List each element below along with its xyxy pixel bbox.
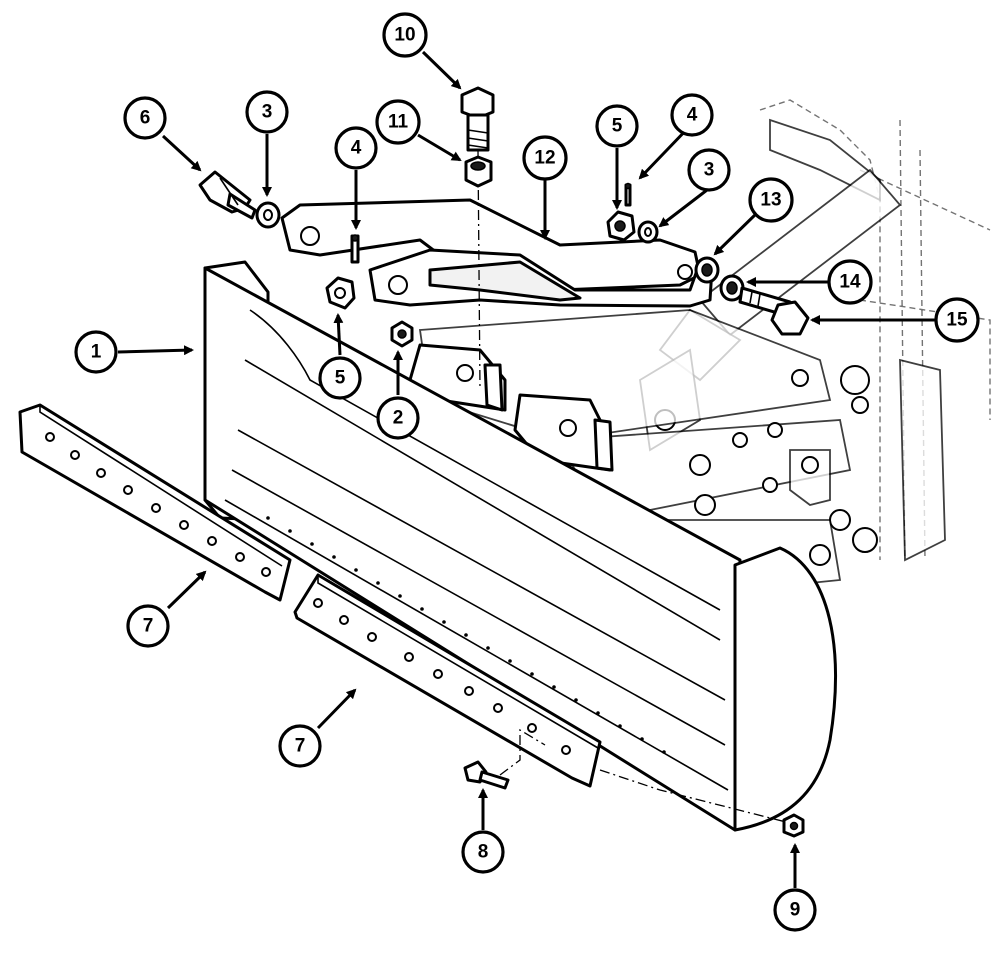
castle-nut-5-left bbox=[325, 276, 356, 310]
cotter-pin-4-right bbox=[624, 182, 632, 207]
assembly-line-nut-9 bbox=[599, 769, 791, 824]
callout-10: 10 bbox=[382, 12, 428, 58]
cotter-pin-4-left bbox=[350, 234, 360, 264]
callout-5-left: 5 bbox=[318, 356, 362, 400]
callout-8: 8 bbox=[461, 830, 505, 874]
callout-2: 2 bbox=[376, 396, 420, 440]
callout-1: 1 bbox=[74, 330, 118, 374]
callout-12-label: 12 bbox=[534, 148, 555, 169]
nut-2 bbox=[390, 320, 414, 348]
callout-14: 14 bbox=[827, 259, 873, 305]
callout-3-left: 3 bbox=[245, 90, 289, 134]
washer-3-right bbox=[637, 220, 659, 244]
callout-11-label: 11 bbox=[388, 112, 409, 133]
callout-7-right-label: 7 bbox=[295, 736, 306, 757]
callout-5-left-label: 5 bbox=[335, 368, 346, 389]
callout-1-label: 1 bbox=[91, 342, 102, 363]
callout-7-right: 7 bbox=[278, 724, 322, 768]
callout-4-left: 4 bbox=[334, 126, 378, 170]
callout-leaders bbox=[117, 50, 936, 888]
cutting-edge-right bbox=[293, 573, 602, 788]
callout-9-label: 9 bbox=[790, 900, 801, 921]
blade-mounting-brackets bbox=[408, 343, 614, 472]
callout-8-label: 8 bbox=[478, 842, 489, 863]
callout-7-left: 7 bbox=[126, 604, 170, 648]
callout-10-label: 10 bbox=[394, 25, 415, 46]
callout-3-right: 3 bbox=[687, 148, 731, 192]
cutting-edge-bolt-holes bbox=[266, 516, 666, 754]
callout-4-right: 4 bbox=[670, 93, 714, 137]
dozer-blade bbox=[203, 260, 838, 832]
callout-4-left-label: 4 bbox=[351, 138, 362, 159]
bolt-8 bbox=[463, 760, 510, 790]
washer-13 bbox=[694, 256, 720, 284]
callout-9: 9 bbox=[773, 888, 817, 932]
nut-9 bbox=[782, 813, 805, 838]
castle-nut-5-right bbox=[606, 210, 636, 242]
washer-14 bbox=[719, 274, 745, 302]
callout-6: 6 bbox=[123, 96, 167, 140]
callout-4-right-label: 4 bbox=[687, 105, 698, 126]
bolt-10 bbox=[460, 86, 495, 152]
nut-11 bbox=[464, 155, 493, 188]
callout-5-right: 5 bbox=[595, 104, 639, 148]
callout-2-label: 2 bbox=[393, 408, 404, 429]
washer-3-left bbox=[255, 201, 281, 229]
callout-14-label: 14 bbox=[839, 272, 861, 293]
callout-3-left-label: 3 bbox=[262, 102, 273, 123]
callout-13: 13 bbox=[748, 177, 794, 223]
callout-12: 12 bbox=[522, 135, 568, 181]
bolt-15 bbox=[738, 286, 810, 336]
assembly-line-bolt-10 bbox=[477, 149, 481, 391]
cutting-edge-left bbox=[18, 403, 292, 602]
callout-11: 11 bbox=[375, 99, 421, 145]
callout-15-label: 15 bbox=[946, 310, 968, 331]
callout-5-right-label: 5 bbox=[612, 116, 623, 137]
callout-13-label: 13 bbox=[760, 190, 781, 211]
callout-7-left-label: 7 bbox=[143, 616, 154, 637]
assembly-line-bolt-8 bbox=[499, 728, 546, 776]
callout-15: 15 bbox=[934, 297, 980, 343]
bolt-6 bbox=[198, 170, 257, 220]
angle-link-arm bbox=[280, 198, 714, 308]
callout-3-right-label: 3 bbox=[704, 160, 715, 181]
callout-6-label: 6 bbox=[140, 108, 151, 129]
tractor-frame-background bbox=[759, 99, 991, 562]
